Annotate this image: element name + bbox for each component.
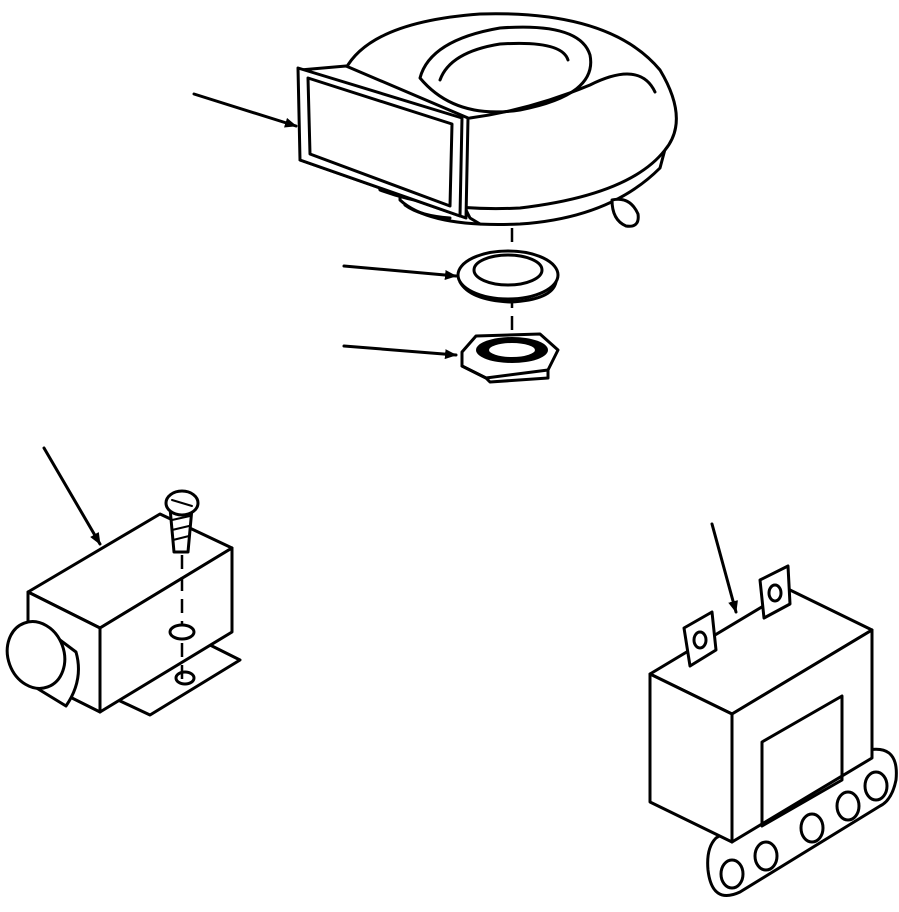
relay-icon [648,564,898,897]
buzzer-icon [5,489,242,717]
leader-arrow-relay [710,522,738,614]
washer-icon [456,249,560,304]
leader-arrows [42,92,738,614]
leader-arrow-washer [342,264,458,281]
leader-arrow-horn [192,92,298,128]
horn-icon [296,12,678,368]
leader-arrow-nut [342,344,458,360]
hex-nut-icon [460,332,560,384]
leader-arrow-buzzer [42,446,102,546]
